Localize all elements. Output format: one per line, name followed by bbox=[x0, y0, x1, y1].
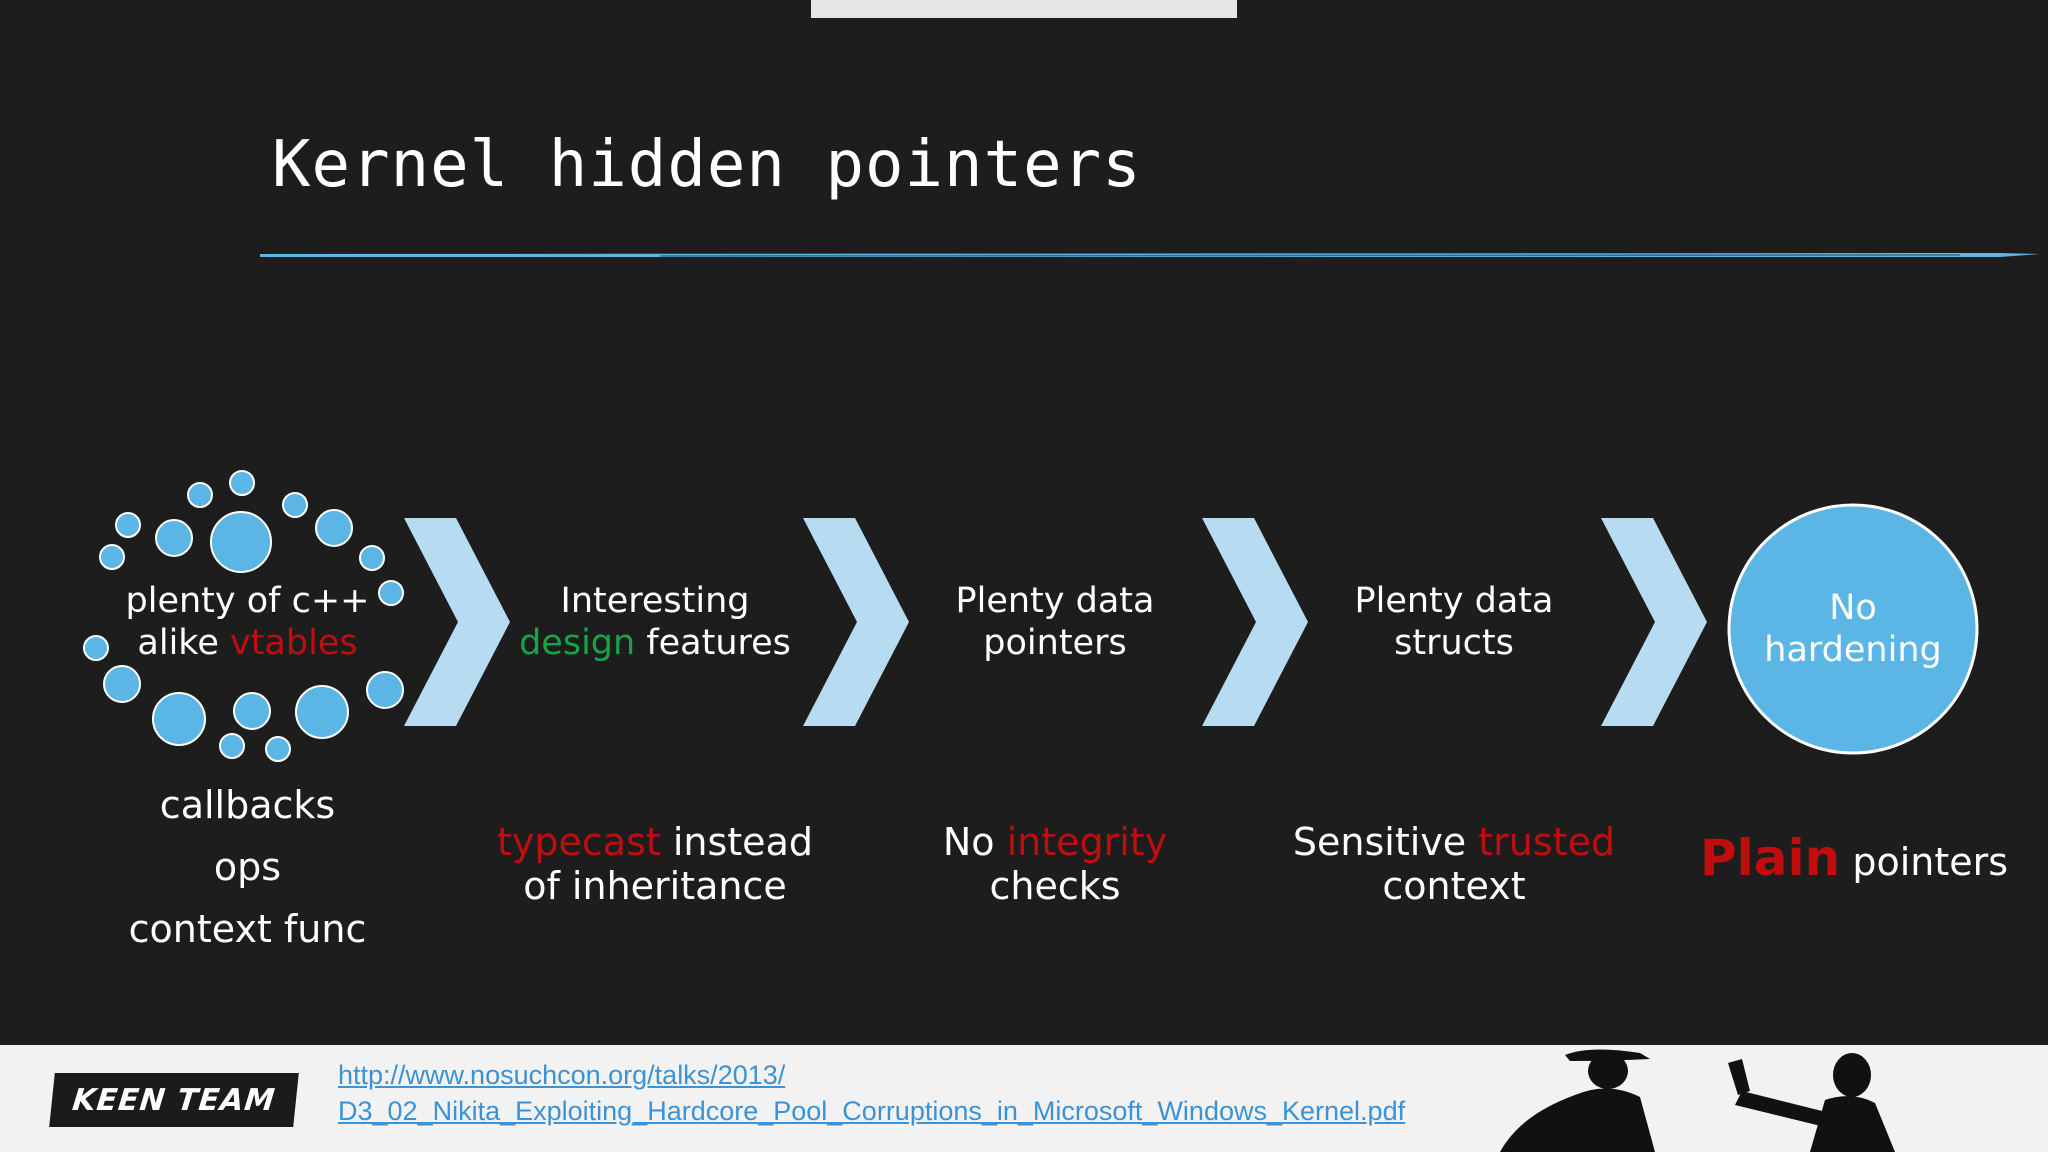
bubble-icon bbox=[366, 671, 404, 709]
reference-link-line2[interactable]: D3_02_Nikita_Exploiting_Hardcore_Pool_Co… bbox=[338, 1096, 1406, 1126]
silhouette-figures-icon bbox=[1500, 1049, 1895, 1152]
stage-5-sub-highlight: Plain bbox=[1700, 829, 1841, 887]
stage-1-line2: alike bbox=[137, 623, 230, 663]
chevron-arrow-icon bbox=[1601, 518, 1707, 726]
footer-bar: KEEN TEAM http://www.nosuchcon.org/talks… bbox=[0, 1045, 2048, 1152]
logo-text: KEEN TEAM bbox=[70, 1082, 278, 1118]
chevron-arrow-icon bbox=[404, 518, 510, 726]
title-underline bbox=[260, 253, 2040, 257]
bubble-icon bbox=[282, 492, 308, 518]
stage-4-line1: Plenty data bbox=[1354, 581, 1554, 621]
stage-2-sub: typecast instead of inheritance bbox=[480, 820, 830, 908]
stage-5-line2: hardening bbox=[1764, 630, 1942, 670]
bubble-icon bbox=[155, 519, 193, 557]
stage-1-sub-item: callbacks bbox=[159, 783, 336, 827]
stage-2-highlight: design bbox=[519, 623, 636, 663]
stage-2-sub-line1: instead bbox=[660, 820, 813, 864]
stage-5-sub: Plain pointers bbox=[1700, 833, 2009, 884]
slide-title: Kernel hidden pointers bbox=[272, 128, 1142, 202]
bubble-icon bbox=[83, 635, 109, 661]
bubble-icon bbox=[210, 511, 272, 573]
stage-2-label: Interesting design features bbox=[505, 580, 805, 664]
stage-4-line2: structs bbox=[1394, 623, 1514, 663]
stage-1-label: plenty of c++ alike vtables bbox=[100, 580, 395, 664]
bubble-icon bbox=[265, 736, 291, 762]
chevron-arrow-icon bbox=[1202, 518, 1308, 726]
keen-team-logo: KEEN TEAM bbox=[49, 1073, 299, 1127]
stage-3-sub-highlight: integrity bbox=[1006, 820, 1168, 864]
final-circle bbox=[1727, 503, 1979, 755]
stage-3-sub: No integrity checks bbox=[880, 820, 1230, 908]
bubble-icon bbox=[233, 692, 271, 730]
stage-4-sub: Sensitive trusted context bbox=[1264, 820, 1644, 908]
stage-3-line2: pointers bbox=[983, 623, 1127, 663]
stage-5-sub-line1: pointers bbox=[1840, 840, 2009, 884]
reference-link-line1[interactable]: http://www.nosuchcon.org/talks/2013/ bbox=[338, 1060, 786, 1090]
stage-5-label: No hardening bbox=[1740, 587, 1966, 671]
stage-3-sub-line2: checks bbox=[989, 864, 1121, 908]
bubble-icon bbox=[229, 470, 255, 496]
stage-2-line1: Interesting bbox=[560, 581, 750, 621]
bubble-icon bbox=[152, 692, 206, 746]
stage-5-line1: No bbox=[1829, 588, 1877, 628]
stage-2-line2: features bbox=[635, 623, 791, 663]
stage-3-line1: Plenty data bbox=[955, 581, 1155, 621]
bubble-icon bbox=[295, 685, 349, 739]
stage-1-highlight: vtables bbox=[229, 623, 358, 663]
stage-3-label: Plenty data pointers bbox=[905, 580, 1205, 664]
stage-4-sub-highlight: trusted bbox=[1478, 820, 1616, 864]
top-tab-strip bbox=[811, 0, 1237, 18]
bubble-icon bbox=[187, 482, 213, 508]
process-diagram: plenty of c++ alike vtables callbacks op… bbox=[83, 470, 2009, 960]
stage-3-sub-line1: No bbox=[942, 820, 1007, 864]
bubble-icon bbox=[115, 512, 141, 538]
stage-4-sub-line1: Sensitive bbox=[1292, 820, 1479, 864]
bubble-icon bbox=[219, 733, 245, 759]
stage-4-sub-line2: context bbox=[1382, 864, 1526, 908]
bubble-cluster bbox=[83, 470, 404, 762]
stage-4-label: Plenty data structs bbox=[1304, 580, 1604, 664]
stage-1-sub-item: context func bbox=[128, 907, 367, 951]
stage-1-sublist: callbacks ops context func bbox=[100, 774, 395, 960]
bubble-icon bbox=[99, 544, 125, 570]
bubble-icon bbox=[378, 580, 404, 606]
bubble-icon bbox=[315, 509, 353, 547]
stage-1-sub-item: ops bbox=[213, 845, 282, 889]
bubble-icon bbox=[359, 545, 385, 571]
stage-2-sub-highlight: typecast bbox=[497, 820, 661, 864]
bubble-icon bbox=[103, 665, 141, 703]
reference-link[interactable]: http://www.nosuchcon.org/talks/2013/ D3_… bbox=[338, 1057, 1405, 1129]
chevron-arrow-icon bbox=[803, 518, 909, 726]
stage-2-sub-line2: of inheritance bbox=[523, 864, 787, 908]
stage-1-line1: plenty of c++ bbox=[125, 581, 370, 621]
